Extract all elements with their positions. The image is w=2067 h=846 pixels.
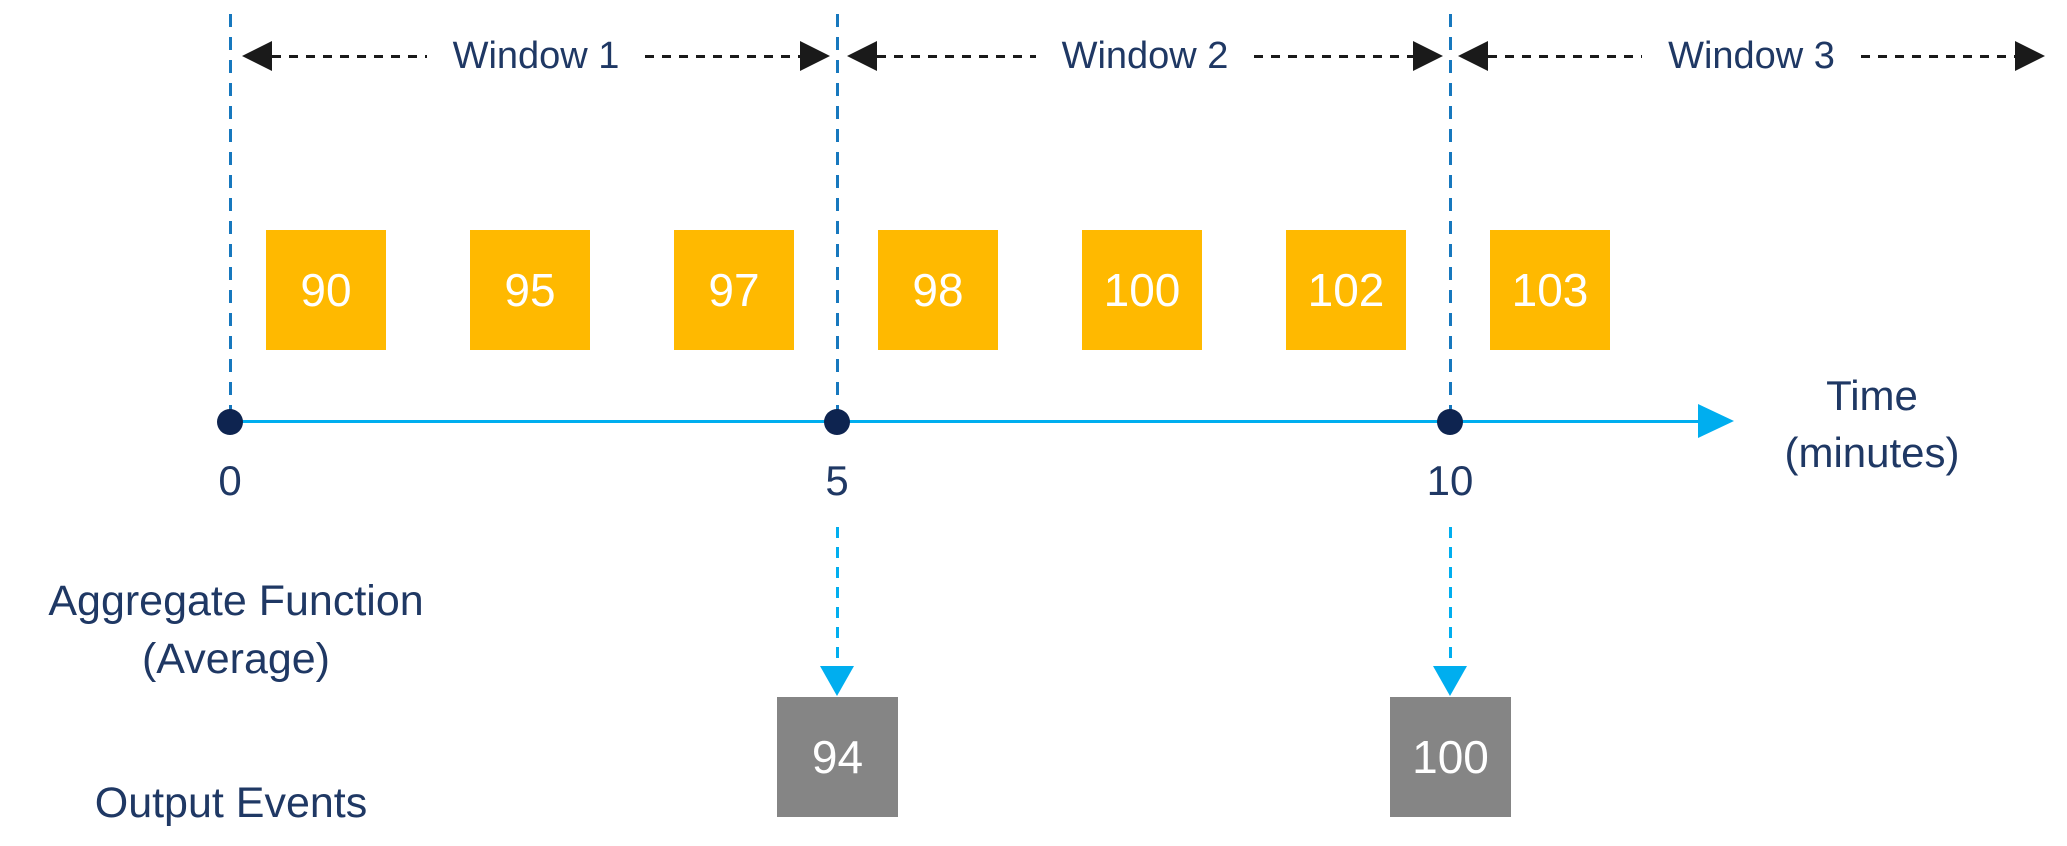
output-arrowhead-down-icon xyxy=(1433,666,1467,696)
dashed-connector xyxy=(1860,54,2015,58)
axis-tick-label: 0 xyxy=(218,457,242,504)
axis-tick-label: 10 xyxy=(1426,457,1474,504)
arrowhead-left-icon xyxy=(1458,41,1488,71)
time-axis-line xyxy=(230,420,1702,423)
arrowhead-right-icon xyxy=(2015,41,2045,71)
input-event-box: 102 xyxy=(1286,230,1406,350)
dashed-connector xyxy=(877,54,1036,58)
axis-dot-icon xyxy=(1437,409,1463,435)
arrowhead-right-icon xyxy=(800,41,830,71)
time-axis-label: Time (minutes) xyxy=(1752,368,1992,481)
dashed-connector xyxy=(1254,54,1413,58)
input-event-box: 98 xyxy=(878,230,998,350)
axis-dot-icon xyxy=(824,409,850,435)
window-label: Window 1 xyxy=(452,35,620,77)
output-event-box: 100 xyxy=(1390,697,1511,817)
window-boundary-line xyxy=(229,14,232,415)
window-header: Window 1 xyxy=(242,36,830,76)
input-event-box: 97 xyxy=(674,230,794,350)
arrowhead-left-icon xyxy=(242,41,272,71)
time-axis-label-line2: (minutes) xyxy=(1784,428,1960,476)
dashed-connector xyxy=(272,54,427,58)
input-event-box: 103 xyxy=(1490,230,1610,350)
arrowhead-left-icon xyxy=(847,41,877,71)
time-axis-arrowhead-icon xyxy=(1698,404,1734,438)
aggregate-function-caption-line2: (Average) xyxy=(141,635,331,684)
arrowhead-right-icon xyxy=(1413,41,1443,71)
axis-tick-label: 5 xyxy=(825,457,849,504)
input-event-box: 90 xyxy=(266,230,386,350)
aggregate-function-caption-line1: Aggregate Function xyxy=(48,577,424,625)
aggregate-function-caption: Aggregate Function (Average) xyxy=(0,572,472,688)
window-header: Window 2 xyxy=(847,36,1443,76)
window-boundary-line xyxy=(836,14,839,415)
dashed-connector xyxy=(1488,54,1643,58)
output-arrowhead-down-icon xyxy=(820,666,854,696)
time-axis-label-line1: Time xyxy=(1826,372,1918,419)
output-event-box: 94 xyxy=(777,697,898,817)
output-events-caption: Output Events xyxy=(94,779,368,827)
dashed-connector xyxy=(645,54,800,58)
window-header: Window 3 xyxy=(1458,36,2045,76)
window-label: Window 3 xyxy=(1668,35,1835,77)
window-boundary-line xyxy=(1449,14,1452,415)
output-dashed-connector xyxy=(836,527,839,669)
axis-dot-icon xyxy=(217,409,243,435)
window-label: Window 2 xyxy=(1061,35,1229,77)
input-event-box: 95 xyxy=(470,230,590,350)
output-dashed-connector xyxy=(1449,527,1452,669)
input-event-box: 100 xyxy=(1082,230,1202,350)
